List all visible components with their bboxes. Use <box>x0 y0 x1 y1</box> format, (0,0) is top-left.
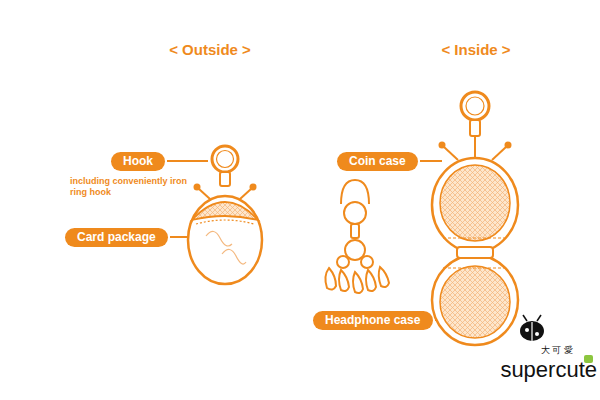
key-ring <box>341 180 369 204</box>
inside-keychain <box>443 267 507 268</box>
outside-keychain <box>196 220 254 224</box>
key-ring <box>344 202 366 224</box>
outside-keychain <box>250 184 257 191</box>
outside-keychain <box>240 189 251 199</box>
inside-keychain <box>492 147 506 160</box>
inside-keychain <box>457 247 493 258</box>
part-name: Card package <box>77 230 156 245</box>
logo-chinese: 大 可 愛 <box>541 346 573 356</box>
inside-keychain <box>432 92 518 345</box>
inside-keychain <box>432 255 518 345</box>
leader-line <box>167 161 446 320</box>
headphone-case-label: Headphone case <box>313 311 433 330</box>
part-note: including conveniently iron ring hook <box>70 176 188 198</box>
outside-keychain <box>188 196 262 284</box>
inside-keychain <box>440 266 510 338</box>
logo-wordmark: supercute <box>500 358 597 382</box>
inside-keychain <box>474 136 476 158</box>
section-heading: < Outside > <box>169 42 251 59</box>
outside-keychain <box>192 202 258 220</box>
key-ring <box>353 272 363 293</box>
inside-keychain <box>439 142 446 149</box>
key-ring <box>379 267 389 287</box>
leader-line <box>167 160 208 162</box>
inside-keychain <box>470 120 480 136</box>
card-package-label: Card package <box>65 228 168 247</box>
outside-keychain <box>194 184 201 191</box>
inside-keychain <box>505 142 512 149</box>
logo-icon <box>535 332 539 336</box>
outside-keychain <box>212 146 238 172</box>
inside-keychain <box>440 165 510 241</box>
part-name: Headphone case <box>325 313 421 328</box>
part-name: Coin case <box>349 154 406 169</box>
key-ring <box>325 268 336 290</box>
outside-keychain <box>222 249 246 264</box>
section-heading: < Inside > <box>441 42 510 59</box>
key-ring <box>351 224 359 238</box>
logo-icon <box>523 315 527 321</box>
outside-keychain <box>217 151 234 168</box>
outside-keychain <box>199 189 210 199</box>
key-ring <box>361 256 373 268</box>
key-ring <box>339 270 349 291</box>
logo-icon <box>537 315 541 321</box>
logo-icon <box>520 315 593 363</box>
logo-icon <box>520 321 544 341</box>
part-name: Hook <box>123 154 153 169</box>
hook-label: Hookincluding conveniently iron ring hoo… <box>111 152 165 171</box>
logo-icon <box>531 322 532 341</box>
key-ring <box>337 256 349 268</box>
outside-keychain <box>206 231 232 246</box>
inside-keychain <box>444 147 458 160</box>
inside-keychain <box>443 237 507 238</box>
coin-case-label: Coin case <box>337 152 418 171</box>
outside-keychain <box>220 172 230 186</box>
leader-line <box>420 160 442 162</box>
key-ring <box>366 270 376 291</box>
outside-keychain <box>188 146 262 284</box>
inside-keychain <box>461 92 489 120</box>
logo-icon <box>525 328 529 332</box>
inside-keychain <box>466 97 484 115</box>
key-ring <box>345 240 365 260</box>
key-ring <box>325 180 389 293</box>
inside-keychain <box>432 158 518 252</box>
